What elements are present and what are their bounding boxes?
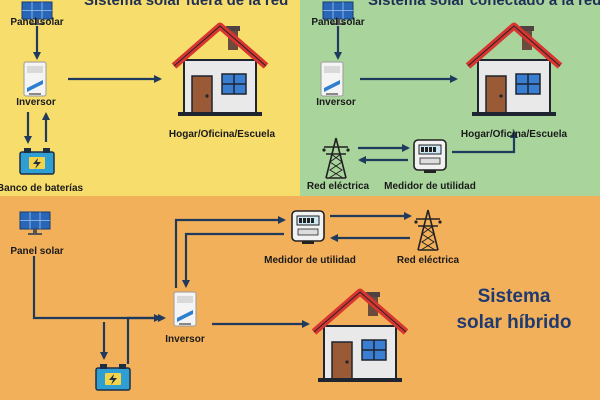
hybrid-title: Sistema solar híbrido <box>452 284 576 336</box>
hybrid-house-icon <box>314 292 406 382</box>
offgrid-house-icon <box>174 26 266 116</box>
offgrid-home-label: Hogar/Oficina/Escuela <box>168 129 276 140</box>
hybrid-meter-icon <box>291 210 325 245</box>
ongrid-meter-icon <box>413 139 447 174</box>
hybrid-solar-panel-icon <box>19 211 51 236</box>
hybrid-title-line2: solar híbrido <box>456 312 572 333</box>
hybrid-grid-label: Red eléctrica <box>396 255 460 266</box>
hybrid-title-line1: Sistema <box>477 286 551 307</box>
offgrid-battery-label: Banco de baterías <box>0 183 84 194</box>
ongrid-solar-panel-label: Panel solar <box>311 17 365 28</box>
ongrid-arrows <box>334 26 518 164</box>
ongrid-inverter-label: Inversor <box>316 97 356 108</box>
hybrid-meter-label: Medidor de utilidad <box>264 255 356 266</box>
offgrid-battery-icon <box>19 147 55 175</box>
hybrid-battery-icon <box>95 363 131 391</box>
offgrid-inverter-label: Inversor <box>16 97 56 108</box>
hybrid-inverter-label: Inversor <box>165 334 205 345</box>
hybrid-inverter-icon <box>173 291 197 327</box>
offgrid-solar-panel-label: Panel solar <box>10 17 64 28</box>
ongrid-title: Sistema solar conectado a la red <box>368 0 600 9</box>
offgrid-arrows <box>24 26 162 144</box>
ongrid-power-tower-icon <box>321 137 351 179</box>
hybrid-arrows <box>32 212 412 364</box>
offgrid-inverter-icon <box>23 61 47 97</box>
hybrid-power-tower-icon <box>413 209 443 251</box>
ongrid-home-label: Hogar/Oficina/Escuela <box>460 129 568 140</box>
ongrid-inverter-icon <box>320 61 344 97</box>
ongrid-meter-label: Medidor de utilidad <box>384 181 476 192</box>
ongrid-grid-label: Red eléctrica <box>306 181 370 192</box>
ongrid-house-icon <box>468 26 560 116</box>
hybrid-solar-panel-label: Panel solar <box>10 246 64 257</box>
offgrid-title: Sistema solar fuera de la red <box>84 0 289 9</box>
